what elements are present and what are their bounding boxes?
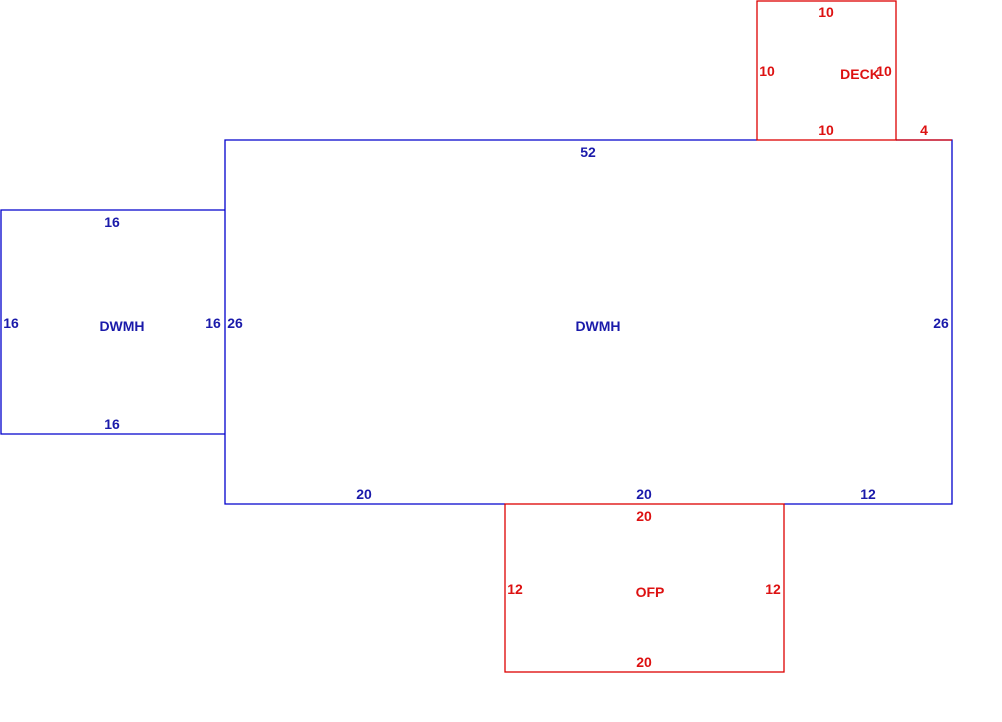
left-dwmh-area: 16 16 16 16 DWMH [0,209,225,435]
ofp-left-dimension: 12 [507,581,523,597]
main-dwmh-outline-right [784,139,953,505]
ofp-right-dimension: 12 [765,581,781,597]
left-dwmh-left-dimension: 16 [3,315,19,331]
ofp-area: 20 20 12 12 OFP [504,503,785,673]
main-dwmh-area: 52 26 26 20 20 12 DWMH [224,139,953,505]
main-dwmh-bottom-mid-dimension: 20 [636,486,652,502]
ofp-bottom-dimension: 20 [636,654,652,670]
deck-outline [756,0,897,141]
main-dwmh-left-dimension: 26 [227,315,243,331]
main-dwmh-right-dimension: 26 [933,315,949,331]
main-dwmh-bottom-right-dimension: 12 [860,486,876,502]
left-dwmh-top-dimension: 16 [104,214,120,230]
main-dwmh-bottom-left-dimension: 20 [356,486,372,502]
deck-right-dimension: 10 [876,63,892,79]
ofp-outline [504,503,785,673]
left-dwmh-label: DWMH [99,318,144,334]
left-dwmh-right-dimension: 16 [205,315,221,331]
main-dwmh-outline [224,139,757,505]
deck-label: DECK [840,66,880,82]
left-dwmh-bottom-dimension: 16 [104,416,120,432]
left-dwmh-outline [0,209,225,435]
deck-offset-dimension: 4 [920,122,928,138]
ofp-top-dimension: 20 [636,508,652,524]
deck-top-dimension: 10 [818,4,834,20]
main-dwmh-label: DWMH [575,318,620,334]
deck-area: 10 10 10 10 4 DECK [756,0,952,141]
ofp-label: OFP [636,584,665,600]
deck-bottom-dimension: 10 [818,122,834,138]
deck-left-dimension: 10 [759,63,775,79]
main-dwmh-top-dimension: 52 [580,144,596,160]
